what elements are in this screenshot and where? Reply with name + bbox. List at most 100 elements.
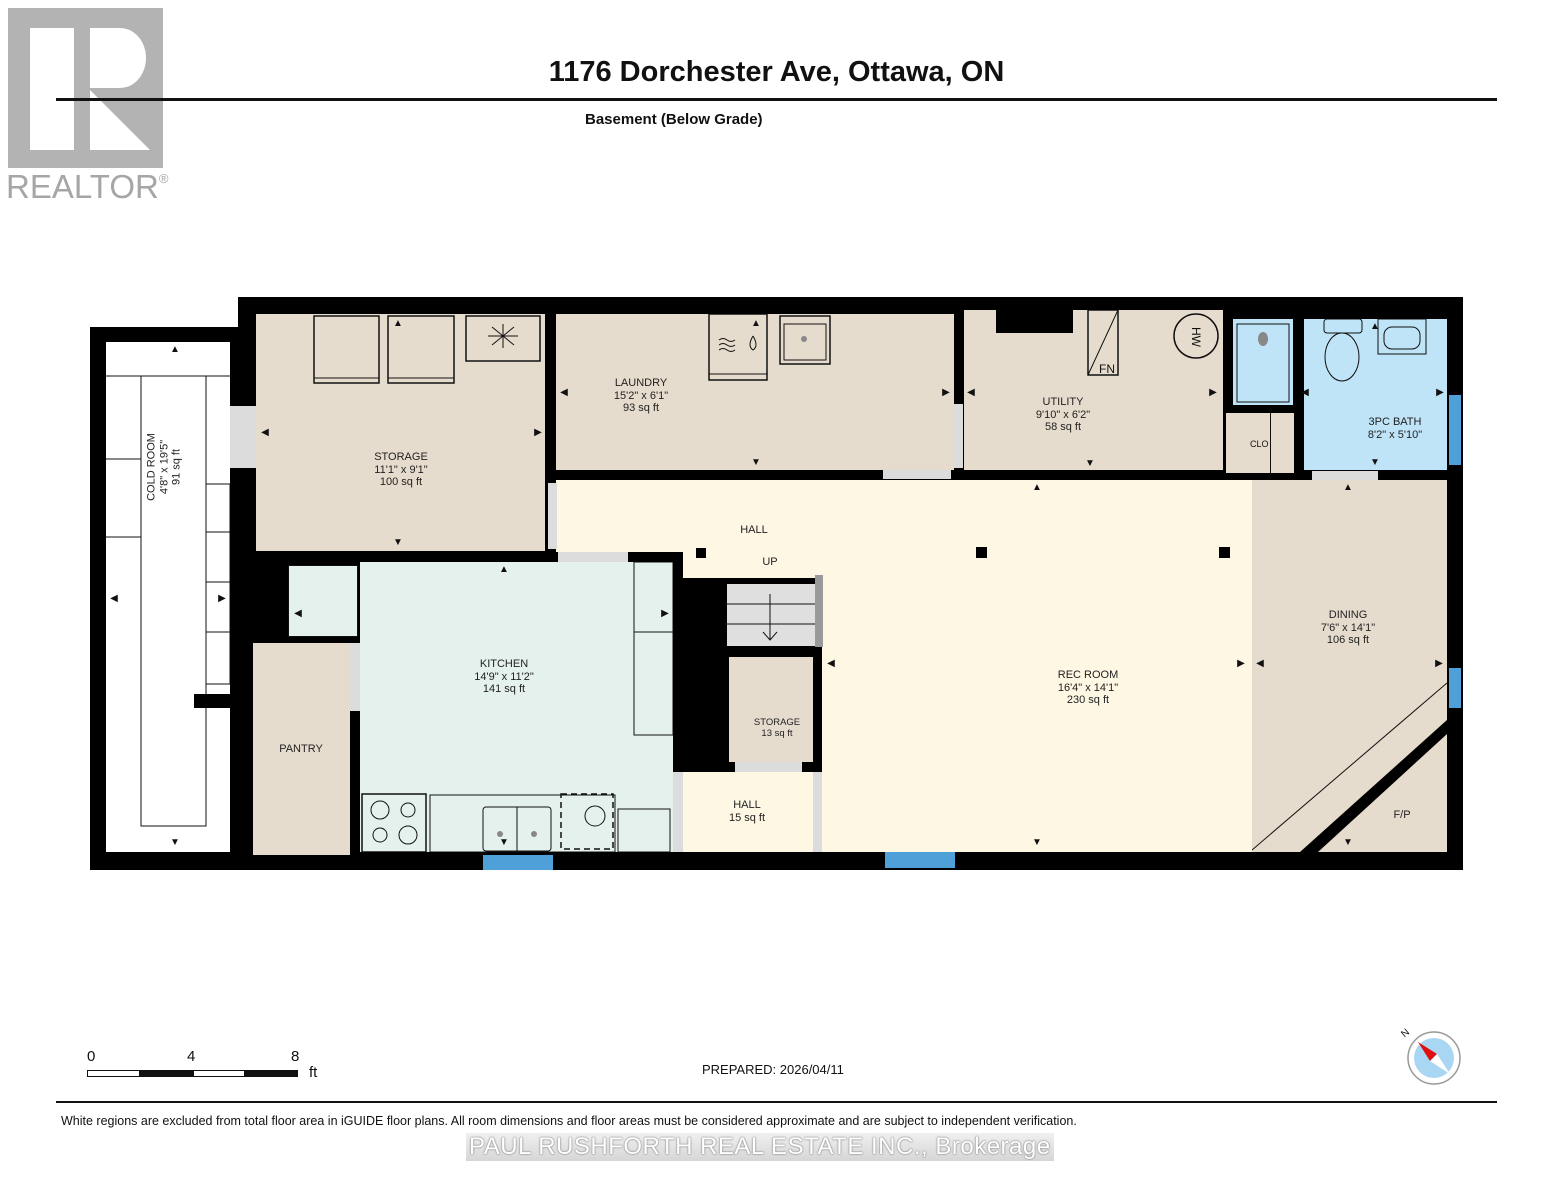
hall-small-label: HALL 15 sq ft [728, 799, 766, 824]
compass: N [1399, 1027, 1464, 1088]
kitchen-fridge [288, 565, 358, 637]
water-heater-icon [1173, 313, 1219, 359]
storage-fixtures [313, 315, 541, 384]
dimension-arrow: ▼ [1343, 837, 1353, 848]
kitchen-fixtures [361, 562, 673, 852]
stair-rail [815, 575, 823, 647]
room-pantry[interactable]: PANTRY [253, 643, 350, 855]
hall-rec-doorway[interactable] [813, 772, 822, 852]
closet-label: CLO [1250, 439, 1269, 449]
room-kitchen[interactable]: KITCHEN 14'9" x 11'2" 141 sq ft [360, 562, 673, 852]
page-title: 1176 Dorchester Ave, Ottawa, ON [548, 56, 1005, 88]
dimension-arrow: ◀ [560, 387, 568, 398]
dimension-arrow: ▲ [1370, 321, 1380, 332]
room-storage-small[interactable]: STORAGE 13 sq ft [729, 657, 813, 762]
hall-top-strip [683, 552, 823, 578]
laundry-doorway[interactable] [883, 470, 951, 479]
dimension-arrow: ◀ [261, 427, 269, 438]
room-storage[interactable]: STORAGE 11'1" x 9'1" 100 sq ft [256, 314, 545, 551]
dimension-arrow: ▶ [1436, 387, 1444, 398]
dimension-arrow: ▶ [1237, 658, 1245, 669]
room-closet[interactable]: CLO [1226, 413, 1294, 473]
room-cold-room[interactable]: COLD ROOM 4'8" x 19'5" 91 sq ft [106, 342, 230, 852]
room-3pc-bath[interactable]: 3PC BATH 8'2" x 5'10" [1304, 319, 1447, 470]
rec-room-label: REC ROOM 16'4" x 14'1" 230 sq ft [1057, 669, 1119, 706]
oven-icon [617, 808, 671, 852]
hall-kitchen-doorway[interactable] [673, 772, 683, 852]
storage-label: STORAGE 11'1" x 9'1" 100 sq ft [374, 451, 428, 488]
storage-small-doorway[interactable] [735, 762, 802, 772]
realtor-logo [8, 8, 163, 168]
floor-label: Basement (Below Grade) [585, 111, 763, 128]
dimension-arrow: ▶ [218, 593, 226, 604]
bath-doorway[interactable] [1312, 471, 1378, 480]
stove-icon [361, 793, 427, 852]
prepared-date: PREPARED: 2026/04/11 [702, 1062, 844, 1077]
storage-small-label: STORAGE 13 sq ft [753, 717, 801, 739]
furnace-label: FN [1099, 362, 1115, 376]
footer-divider [56, 1101, 1497, 1103]
hall-label: HALL [740, 524, 768, 536]
kitchen-doorway[interactable] [558, 552, 628, 562]
fireplace-divider [1252, 682, 1447, 852]
room-hall-small[interactable]: HALL 15 sq ft [683, 772, 813, 852]
cold-room-doorway[interactable] [230, 406, 256, 468]
dimension-arrow: ▼ [393, 537, 403, 548]
shower [1233, 319, 1293, 405]
dimension-arrow: ▼ [499, 837, 509, 848]
room-rec-room[interactable] [822, 552, 1252, 852]
dimension-arrow: ◀ [110, 593, 118, 604]
dimension-arrow: ▶ [534, 427, 542, 438]
laundry-sink-icon [779, 315, 831, 365]
scale-segment [87, 1070, 140, 1077]
freezer-snowflake-icon [488, 324, 518, 348]
room-hall[interactable] [556, 480, 1252, 552]
dimension-arrow: ▲ [170, 344, 180, 355]
kitchen-window [483, 855, 553, 870]
scale-segment [140, 1070, 193, 1077]
pantry-doorway[interactable] [350, 643, 360, 711]
dimension-arrow: ▶ [942, 387, 950, 398]
dimension-arrow: ▶ [661, 608, 669, 619]
bath-label: 3PC BATH 8'2" x 5'10" [1367, 416, 1423, 441]
dimension-arrow: ▶ [1209, 387, 1217, 398]
utility-fixtures [996, 310, 1219, 376]
shower-icon [1236, 323, 1290, 403]
fireplace-label: F/P [1393, 809, 1411, 821]
column [1219, 547, 1230, 558]
column [696, 548, 706, 558]
utility-label: UTILITY 9'10" x 6'2" 58 sq ft [1035, 396, 1091, 433]
vanity-sink-icon [1377, 319, 1427, 355]
toilet-icon [1323, 319, 1363, 334]
dimension-arrow: ▲ [1343, 482, 1353, 493]
floor-plan: COLD ROOM 4'8" x 19'5" 91 sq ft STORAGE … [90, 297, 1463, 870]
dimension-arrow: ▲ [1032, 482, 1042, 493]
dimension-arrow: ▲ [751, 318, 761, 329]
stairs[interactable] [727, 584, 815, 646]
dimension-arrow: ◀ [294, 608, 302, 619]
dimension-arrow: ◀ [1301, 387, 1309, 398]
realtor-r-icon [8, 8, 163, 168]
stairs-down-arrow-icon [727, 594, 815, 641]
rec-room-window [885, 852, 955, 868]
dining-window [1449, 668, 1461, 708]
bath-fixtures [1323, 319, 1427, 382]
room-dining[interactable]: DINING 7'6" x 14'1" 106 sq ft F/P [1252, 480, 1447, 852]
scale-tick-0: 0 [87, 1048, 96, 1065]
room-laundry[interactable]: LAUNDRY 15'2" x 6'1" 93 sq ft [556, 314, 954, 470]
room-utility[interactable]: FN HW UTILITY 9'10" x 6'2" 58 sq ft [964, 310, 1223, 470]
dishwasher-icon [560, 793, 614, 850]
storage-doorway[interactable] [548, 483, 557, 549]
utility-doorway[interactable] [953, 404, 963, 468]
brokerage-watermark: PAUL RUSHFORTH REAL ESTATE INC., Brokera… [466, 1133, 1054, 1161]
scale-tick-4: 4 [187, 1048, 196, 1065]
column [976, 547, 987, 558]
dimension-arrow: ▼ [170, 837, 180, 848]
dimension-arrow: ▼ [1370, 457, 1380, 468]
washer-icon [718, 338, 736, 352]
bath-window [1449, 395, 1461, 465]
stairs-up-label: UP [762, 556, 778, 568]
dimension-arrow: ◀ [967, 387, 975, 398]
cold-room-shelving [106, 375, 230, 827]
scale-unit: ft [309, 1064, 318, 1081]
